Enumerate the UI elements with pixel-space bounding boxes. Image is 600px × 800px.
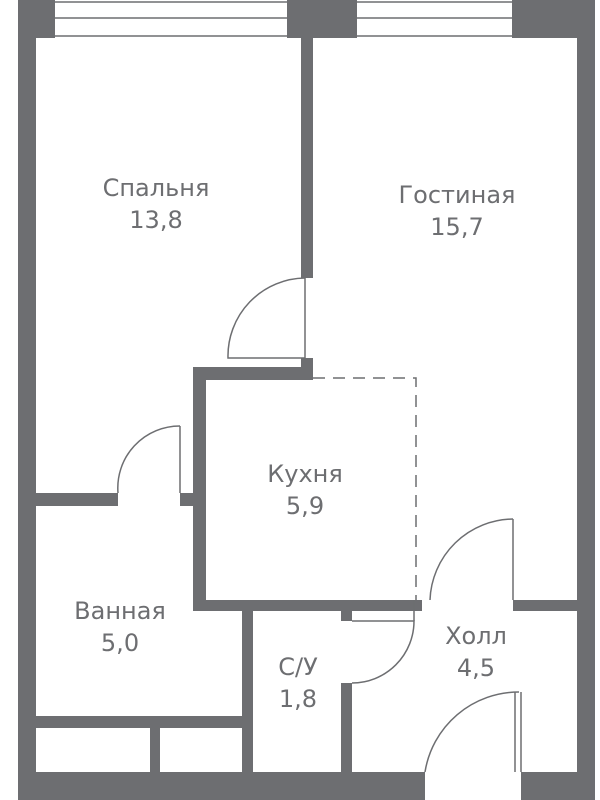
room-label-living: Гостиная 15,7 <box>399 179 516 243</box>
wall-bath-bottom <box>18 716 253 728</box>
room-label-bedroom: Спальня 13,8 <box>103 172 210 236</box>
room-area: 5,0 <box>100 629 140 657</box>
outer-wall-left <box>18 0 36 800</box>
wall-kitchen-bottom <box>193 600 422 611</box>
wall-bedroom-bath <box>18 493 118 506</box>
wall-wc-hall-lower <box>341 683 352 772</box>
door-bathroom <box>117 425 181 494</box>
wall-kitchen-left <box>193 367 206 611</box>
wall-hall-right-stub <box>513 600 595 611</box>
room-area: 4,5 <box>456 654 496 682</box>
room-area: 15,7 <box>430 213 484 241</box>
room-area: 5,9 <box>285 492 325 520</box>
room-name: Холл <box>445 622 507 650</box>
room-label-wc: С/У 1,8 <box>278 651 317 715</box>
room-label-bath: Ванная 5,0 <box>74 595 166 659</box>
room-name: Гостиная <box>398 181 516 209</box>
wall-bath-wc <box>242 611 253 772</box>
room-label-hall: Холл 4,5 <box>445 620 507 684</box>
room-name: С/У <box>278 653 318 681</box>
outer-wall-bottom-right <box>521 772 595 800</box>
wall-wc-hall <box>341 611 352 621</box>
room-name: Кухня <box>267 460 343 488</box>
window-living <box>357 1 512 37</box>
outer-wall-bottom-left <box>18 772 425 800</box>
door-entrance <box>424 691 522 773</box>
door-kitchen-hall <box>429 518 514 601</box>
window-bedroom <box>55 1 287 37</box>
room-label-kitchen: Кухня 5,9 <box>267 458 343 522</box>
room-name: Спальня <box>102 174 210 202</box>
wall-bedroom-bath-right <box>180 493 206 506</box>
outer-wall-top-right <box>512 0 595 38</box>
door-bedroom <box>227 277 306 359</box>
wall-kitchen-top <box>193 367 313 380</box>
room-name: Ванная <box>74 597 166 625</box>
room-area: 13,8 <box>129 206 183 234</box>
outer-wall-right <box>577 0 595 800</box>
outer-wall-top-left <box>18 0 55 38</box>
wall-bath-closet-divider <box>150 728 160 772</box>
wall-bedroom-living <box>301 38 313 278</box>
outer-wall-top-mid <box>287 0 357 38</box>
kitchen-open-boundary <box>313 377 417 600</box>
room-area: 1,8 <box>278 685 318 713</box>
door-wc <box>351 600 415 684</box>
